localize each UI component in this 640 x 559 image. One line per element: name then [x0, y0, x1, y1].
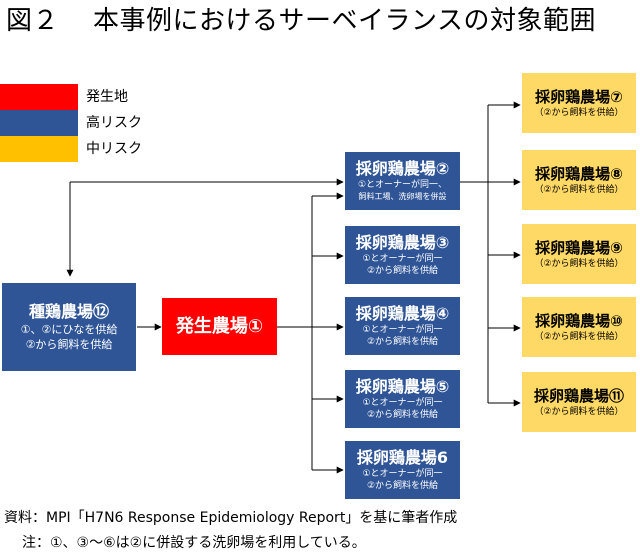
legend-label-origin: 発生地: [86, 89, 128, 105]
node-layer-farm-5: 採卵鶏農場⑤ ①とオーナーが同一 ②から飼料を供給: [345, 370, 460, 428]
legend-swatch-high-risk: [0, 110, 78, 136]
footnote: 注：①、③～⑥は②に併設する洗卵場を利用している。: [22, 535, 366, 551]
node-layer-farm-7: 採卵鶏農場⑦ （②から飼料を供給）: [522, 73, 636, 133]
legend-label-high-risk: 高リスク: [86, 115, 142, 131]
node-layer-farm-9: 採卵鶏農場⑨ （②から飼料を供給）: [522, 224, 636, 284]
node-line: ①、②にひなを供給: [20, 323, 118, 336]
figure-title-text: 本事例におけるサーベイランスの対象範囲: [93, 6, 596, 36]
source-note: 資料：MPI「H7N6 Response Epidemiology Report…: [4, 510, 458, 526]
node-title: 発生農場①: [175, 315, 264, 337]
node-layer-farm-8: 採卵鶏農場⑧ （②から飼料を供給）: [522, 150, 636, 210]
node-title: 採卵鶏農場②: [355, 159, 450, 178]
node-line: （②から飼料を供給）: [534, 184, 624, 195]
node-line: （②から飼料を供給）: [534, 258, 624, 269]
node-layer-farm-11: 採卵鶏農場⑪ （②から飼料を供給）: [522, 372, 636, 432]
node-line: ①とオーナーが同一、: [357, 180, 448, 190]
node-title: 採卵鶏農場⑦: [535, 87, 623, 106]
node-layer-farm-10: 採卵鶏農場⑩ （②から飼料を供給）: [522, 297, 636, 357]
node-line: ①とオーナーが同一: [362, 398, 443, 408]
figure-title: 図２ 本事例におけるサーベイランスの対象範囲: [6, 4, 596, 38]
node-line: ②から飼料を供給: [366, 337, 439, 347]
node-line: ②から飼料を供給: [366, 266, 439, 276]
node-origin-farm-1: 発生農場①: [162, 298, 277, 355]
legend-swatch-origin: [0, 84, 78, 110]
node-line: ②から飼料を供給: [366, 481, 439, 491]
node-title: 採卵鶏農場⑤: [355, 377, 450, 396]
node-line: ①とオーナーが同一: [362, 325, 443, 335]
node-layer-farm-2: 採卵鶏農場② ①とオーナーが同一、 飼料工場、洗卵場を併設: [345, 152, 460, 210]
node-title: 採卵鶏農場⑧: [535, 164, 623, 183]
node-layer-farm-6: 採卵鶏農場6 ①とオーナーが同一 ②から飼料を供給: [345, 441, 460, 499]
node-layer-farm-3: 採卵鶏農場③ ①とオーナーが同一 ②から飼料を供給: [345, 226, 460, 284]
node-line: ②から飼料を供給: [366, 410, 439, 420]
node-title: 採卵鶏農場③: [355, 233, 450, 252]
figure-number: 図２: [6, 6, 60, 36]
node-line: （②から飼料を供給）: [534, 331, 624, 342]
node-title: 採卵鶏農場6: [356, 448, 449, 467]
node-line: ①とオーナーが同一: [362, 254, 443, 264]
legend-label-medium-risk: 中リスク: [86, 141, 142, 157]
node-line: 飼料工場、洗卵場を併設: [358, 192, 447, 201]
node-title: 採卵鶏農場⑪: [533, 386, 624, 405]
legend-swatch-medium-risk: [0, 136, 78, 162]
node-breeder-farm-12: 種鶏農場⑫ ①、②にひなを供給 ②から飼料を供給: [2, 283, 136, 371]
node-layer-farm-4: 採卵鶏農場④ ①とオーナーが同一 ②から飼料を供給: [345, 297, 460, 355]
node-title: 採卵鶏農場⑩: [535, 311, 623, 330]
node-line: （②から飼料を供給）: [534, 107, 624, 118]
node-line: ①とオーナーが同一: [362, 469, 443, 479]
node-line: （②から飼料を供給）: [534, 406, 624, 417]
node-title: 種鶏農場⑫: [28, 302, 109, 321]
node-title: 採卵鶏農場④: [355, 304, 450, 323]
node-line: ②から飼料を供給: [25, 338, 113, 351]
node-title: 採卵鶏農場⑨: [535, 238, 623, 257]
